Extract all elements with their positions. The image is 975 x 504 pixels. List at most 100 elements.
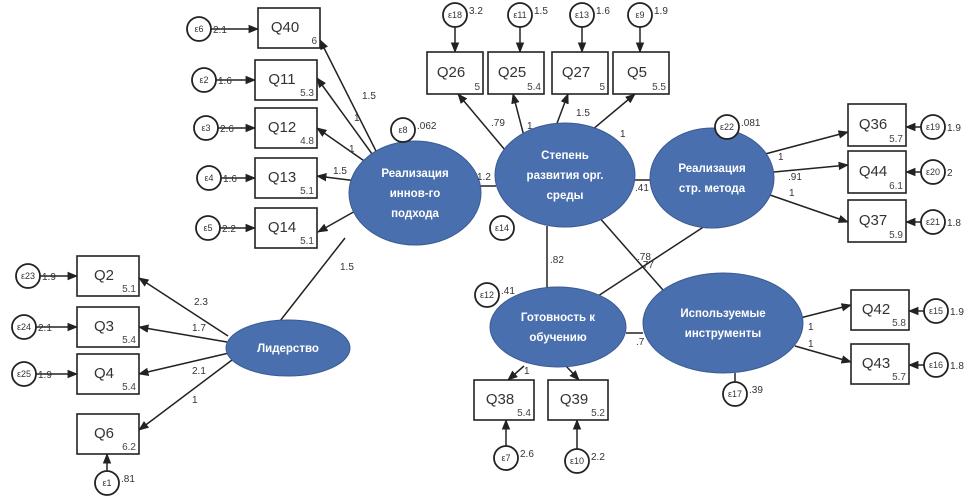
latent-label: стр. метода [679,183,746,195]
path-stepen-to-Q25 [511,92,526,141]
observed-mean: 6 [311,36,317,47]
path-coefficient: .78 [637,252,651,263]
latent-ellipse [489,286,627,368]
observed-box [551,51,609,95]
nodes-layer: Реализацияиннов-гоподходаСтепеньразвития… [11,2,964,496]
observed-mean: 5.4 [122,335,136,346]
observed-q6[interactable]: Q66.2 [76,413,140,455]
error-label: ε14 [495,223,509,233]
error-variance: 1.5 [534,6,548,17]
error-variance: .081 [741,118,761,129]
error-variance: 1.6 [218,76,232,87]
path-innov-to-Q40 [319,39,379,156]
observed-mean: 5.1 [300,186,314,197]
error-variance: .062 [417,121,437,132]
error-e8: ε8.062 [390,117,437,143]
latent-lider[interactable]: Лидерство [225,319,351,377]
observed-name: Q4 [94,365,114,382]
path-stepen-to-ispol [597,215,664,291]
observed-mean: 5.5 [652,82,666,93]
path-lider-to-Q2 [138,277,229,337]
error-variance: .41 [501,286,515,297]
observed-box [612,51,670,95]
error-circle [569,2,595,28]
error-label: ε2 [199,75,208,85]
error-variance: 1.9 [654,6,668,17]
observed-box [76,413,140,455]
error-variance: 2.1 [38,323,52,334]
observed-box [847,103,907,147]
path-coefficient: 1 [789,188,795,199]
observed-mean: 4.8 [300,136,314,147]
latent-strmet[interactable]: Реализация стр. метода [649,127,775,229]
error-label: ε9 [635,10,644,20]
observed-name: Q27 [562,64,590,81]
path-coefficient: .77 [640,260,654,271]
observed-name: Q14 [268,219,296,236]
path-ispol-to-Q43 [794,345,853,364]
latent-label: Реализация [678,163,745,175]
path-coefficient: 1.5 [340,262,354,273]
error-variance: 1.9 [38,370,52,381]
observed-q2[interactable]: Q25.1 [76,255,140,297]
error-label: ε22 [720,122,734,132]
observed-name: Q6 [94,425,114,442]
error-label: ε20 [926,167,940,177]
path-coefficient: 1 [808,322,814,333]
observed-q14[interactable]: Q14 5.1 [254,207,318,249]
observed-name: Q42 [862,301,890,318]
error-variance: 2.6 [520,449,534,460]
path-coefficient: 1 [808,339,814,350]
observed-mean: 5.1 [300,236,314,247]
observed-q5[interactable]: Q55.5 [612,51,670,95]
latent-label: Реализация [381,168,448,180]
path-coefficient: 1 [778,152,784,163]
path-coefficient: .79 [491,118,505,129]
observed-box [76,306,140,348]
observed-q3[interactable]: Q35.4 [76,306,140,348]
error-variance: .81 [121,474,135,485]
error-label: ε24 [17,322,31,332]
error-variance: 1.8 [947,218,961,229]
path-lider-to-innov [279,237,346,322]
error-circle [195,215,221,241]
path-innov-to-Q11 [316,77,376,159]
error-variance: 2.2 [222,224,236,235]
error-label: ε12 [480,290,494,300]
observed-name: Q43 [862,355,890,372]
observed-name: Q39 [560,391,588,408]
latent-label: Лидерство [257,343,319,355]
error-circle [627,2,653,28]
observed-q4[interactable]: Q45.4 [76,353,140,395]
error-label: ε17 [728,389,742,399]
observed-name: Q38 [486,391,514,408]
path-coefficient: .7 [636,337,645,348]
error-variance: 3.2 [469,6,483,17]
observed-name: Q37 [859,212,887,229]
